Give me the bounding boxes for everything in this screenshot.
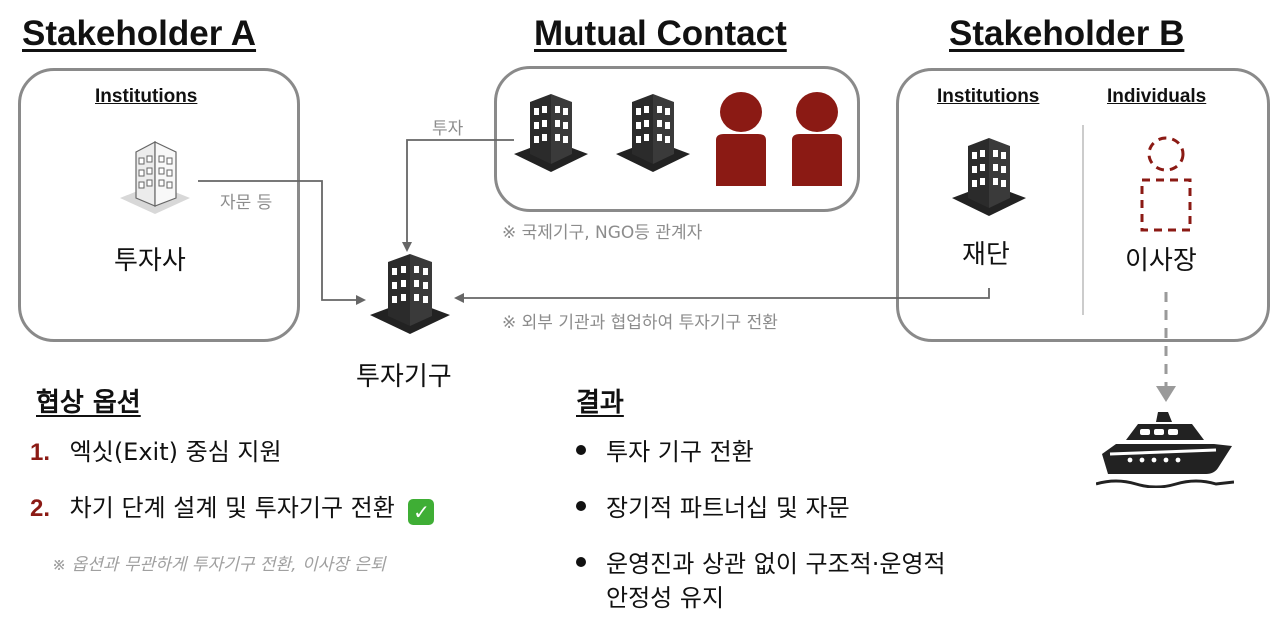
building-icon [514, 94, 588, 172]
person-icon [716, 92, 766, 186]
stakeholder-b-individuals-label: Individuals [1107, 86, 1207, 107]
investment-edge-label: 투자 [432, 119, 464, 139]
building-icon [370, 254, 450, 334]
result-text: 운영진과 상관 없이 구조적·운영적 [606, 550, 946, 578]
building-icon [616, 94, 690, 172]
stakeholder-a-title: Stakeholder A [22, 14, 257, 53]
stakeholder-b-title: Stakeholder B [949, 14, 1185, 53]
option-item: 2. 차기 단계 설계 및 투자기구 전환 ✓ [30, 488, 435, 525]
results-title: 결과 [576, 388, 624, 418]
advisory-edge-label: 자문 등 [220, 193, 273, 213]
yacht-icon [1096, 412, 1234, 488]
stakeholder-a-panel [18, 68, 300, 342]
chairman-label: 이사장 [1125, 246, 1197, 276]
investment-vehicle-label: 투자기구 [356, 362, 452, 392]
result-item-continuation: 안정성 유지 [606, 584, 725, 612]
option-item: 1. 엑싯(Exit) 중심 지원 [30, 432, 282, 467]
person-dashed-icon [1140, 136, 1192, 232]
result-text: 투자 기구 전환 [606, 438, 754, 466]
building-icon [120, 141, 190, 214]
bullet-icon [576, 501, 586, 511]
options-note: ※ 옵션과 무관하게 투자기구 전환, 이사장 은퇴 [52, 555, 386, 575]
result-text: 장기적 파트너십 및 자문 [606, 494, 850, 522]
mutual-contact-title: Mutual Contact [534, 14, 787, 53]
foundation-label: 재단 [962, 240, 1010, 270]
investor-label: 투자사 [114, 246, 186, 276]
mutual-contact-note: ※ 국제기구, NGO등 관계자 [502, 223, 703, 243]
option-text: 차기 단계 설계 및 투자기구 전환 [69, 494, 395, 522]
option-text: 엑싯(Exit) 중심 지원 [69, 438, 282, 466]
option-number: 1. [30, 439, 51, 466]
person-icon [792, 92, 842, 186]
result-item: 장기적 파트너십 및 자문 [576, 488, 850, 523]
stakeholder-a-institutions-label: Institutions [95, 86, 198, 107]
stakeholder-b-institutions-label: Institutions [937, 86, 1040, 107]
result-item: 운영진과 상관 없이 구조적·운영적 [576, 544, 946, 579]
conversion-note: ※ 외부 기관과 협업하여 투자기구 전환 [502, 313, 778, 333]
options-title: 협상 옵션 [36, 388, 141, 418]
building-icon [952, 138, 1026, 216]
result-item: 투자 기구 전환 [576, 432, 754, 467]
bullet-icon [576, 445, 586, 455]
bullet-icon [576, 557, 586, 567]
option-number: 2. [30, 495, 51, 522]
check-icon: ✓ [408, 499, 435, 525]
